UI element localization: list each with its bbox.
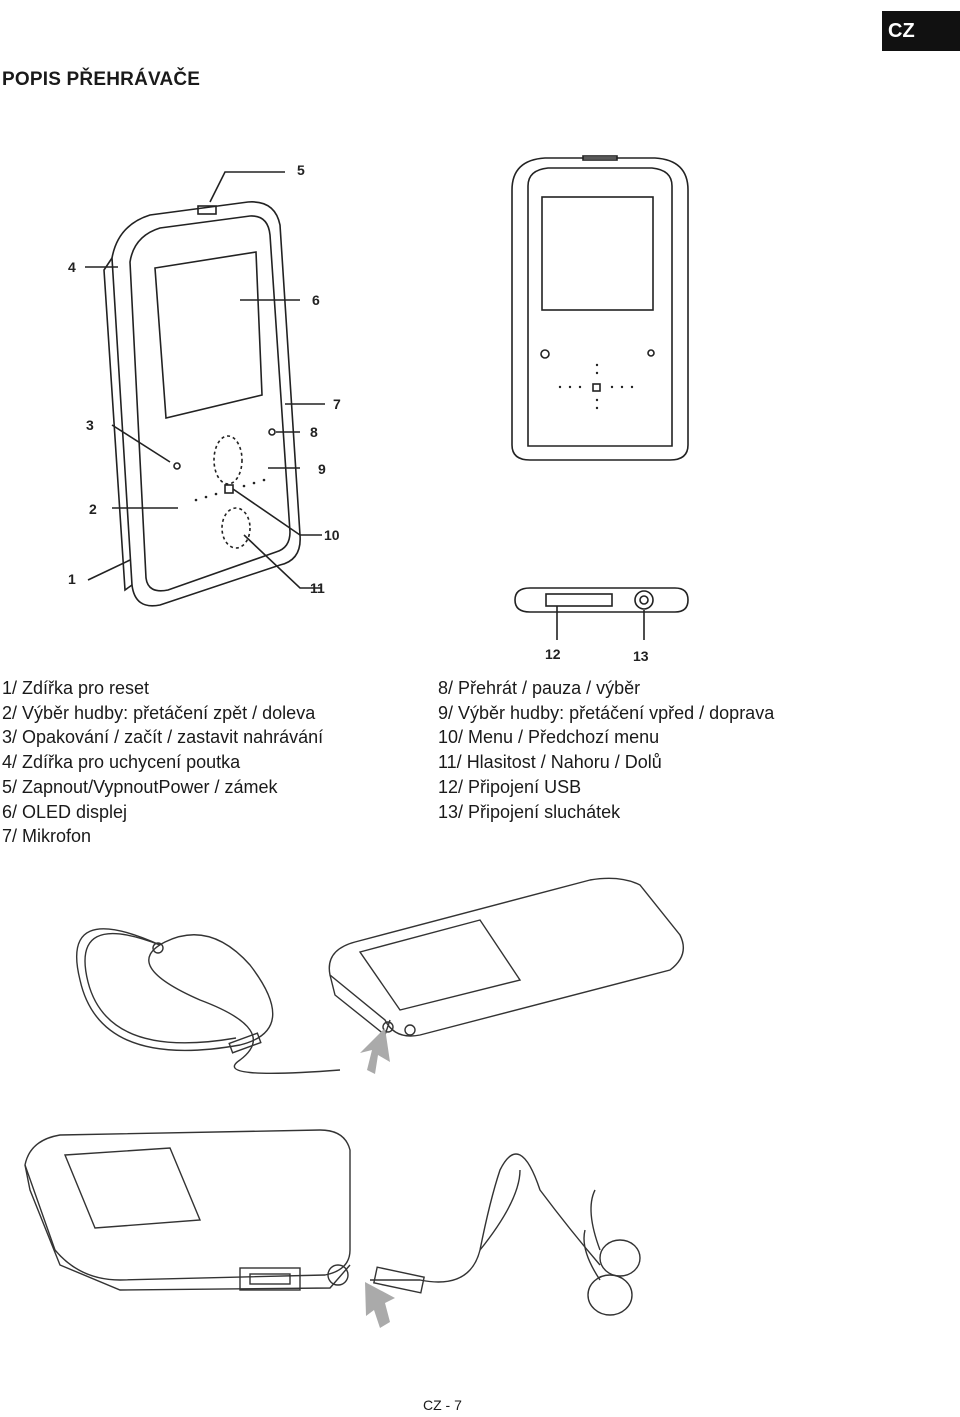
page-title: POPIS PŘEHRÁVAČE xyxy=(2,69,201,90)
lanyard-player-outline xyxy=(328,877,684,1037)
front-oled-screen xyxy=(541,196,654,311)
callout-3: 3 xyxy=(86,417,94,433)
legend-item: 6/ OLED displej xyxy=(2,801,128,822)
player-diagram: 5 4 6 7 3 8 9 2 10 1 11 12 13 xyxy=(68,155,689,664)
page-number: CZ - 7 xyxy=(423,1397,462,1413)
front-device-outline xyxy=(511,157,689,461)
callout-7: 7 xyxy=(333,396,341,412)
legend-item: 5/ Zapnout/VypnoutPower / zámek xyxy=(2,776,278,797)
callout-1: 1 xyxy=(68,571,76,587)
legend-item: 1/ Zdířka pro reset xyxy=(2,678,150,698)
headphone-arrow-icon xyxy=(365,1282,395,1328)
legend-left: 1/ Zdířka pro reset 2/ Výběr hudby: přet… xyxy=(2,676,323,849)
callout-5: 5 xyxy=(297,162,305,178)
headphone-player-outline xyxy=(24,1129,351,1281)
legend-item: 4/ Zdířka pro uchycení poutka xyxy=(2,752,241,773)
lanyard-arrow-icon xyxy=(360,1028,390,1074)
callout-10: 10 xyxy=(324,527,340,543)
earbud-left-icon xyxy=(587,1274,633,1316)
microphone-icon xyxy=(268,428,276,436)
usb-port-icon xyxy=(545,593,613,607)
menu-button-icon xyxy=(224,484,234,494)
repeat-button-icon xyxy=(173,462,181,470)
bottom-edge-outline xyxy=(514,587,689,613)
legend-item: 2/ Výběr hudby: přetáčení zpět / doleva xyxy=(2,702,316,723)
callout-13: 13 xyxy=(633,648,649,664)
callout-6: 6 xyxy=(312,292,320,308)
callout-12: 12 xyxy=(545,646,561,662)
legend-item: 9/ Výběr hudby: přetáčení vpřed / doprav… xyxy=(438,702,775,723)
accessory-illustrations xyxy=(24,877,684,1328)
volume-up-zone xyxy=(213,435,243,485)
earbud-right-icon xyxy=(599,1239,641,1277)
legend-item: 11/ Hlasitost / Nahoru / Dolů xyxy=(438,752,662,773)
legend-item: 12/ Připojení USB xyxy=(438,776,582,797)
legend-item: 7/ Mikrofon xyxy=(2,826,92,847)
legend-right: 8/ Přehrát / pauza / výběr 9/ Výběr hudb… xyxy=(438,676,774,824)
headphone-cable xyxy=(370,1153,601,1283)
headphone-jack-icon xyxy=(634,590,654,610)
player-side-edge xyxy=(103,257,133,592)
callout-9: 9 xyxy=(318,461,326,477)
callout-2: 2 xyxy=(89,501,97,517)
legend-item: 10/ Menu / Předchozí menu xyxy=(438,727,660,748)
lanyard-player-screen xyxy=(358,919,522,1011)
callout-4: 4 xyxy=(68,259,76,275)
lanyard-strap xyxy=(75,928,341,1075)
legend-item: 8/ Přehrát / pauza / výběr xyxy=(438,678,641,698)
oled-screen xyxy=(154,251,263,419)
language-tab: CZ xyxy=(882,11,960,51)
callout-11: 11 xyxy=(310,580,325,596)
volume-down-zone xyxy=(221,507,251,549)
headphone-player-screen xyxy=(63,1147,202,1229)
power-switch-icon xyxy=(197,205,217,215)
legend-item: 13/ Připojení sluchátek xyxy=(438,801,621,822)
legend-item: 3/ Opakování / začít / zastavit nahráván… xyxy=(2,727,324,748)
callout-8: 8 xyxy=(310,424,318,440)
player-inner-outline xyxy=(129,215,291,592)
